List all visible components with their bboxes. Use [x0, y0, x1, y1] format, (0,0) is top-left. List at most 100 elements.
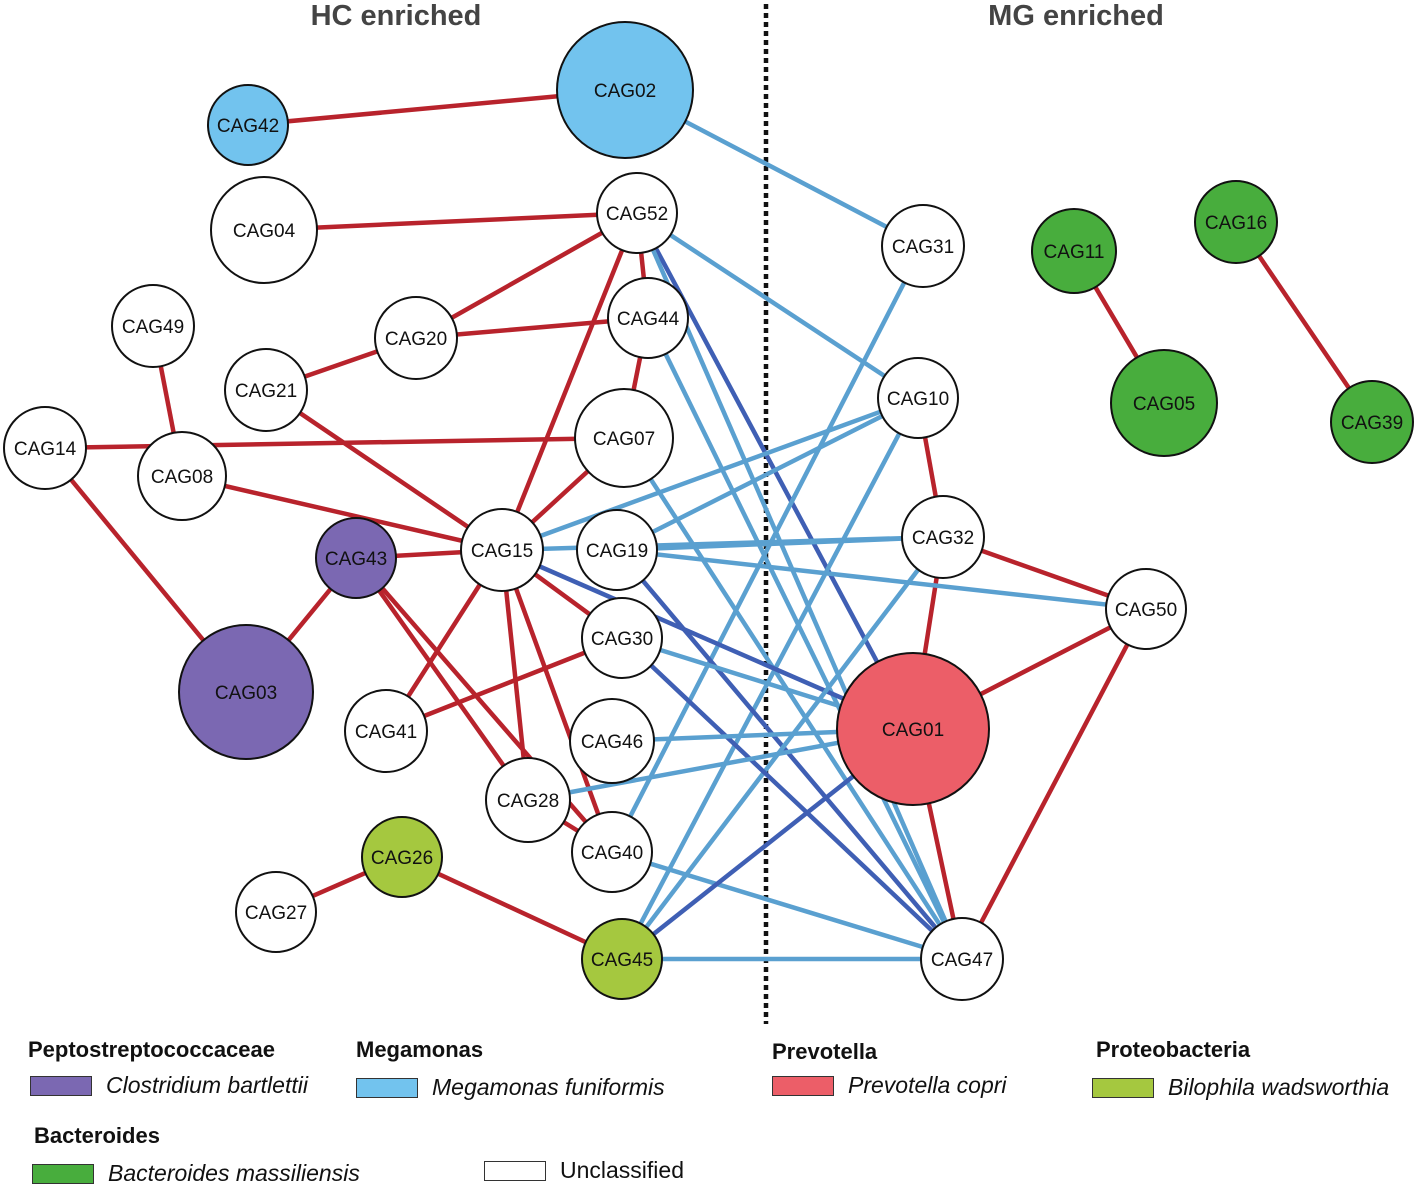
node-label-cag45: CAG45 [591, 950, 653, 971]
node-cag31: CAG31 [881, 204, 965, 288]
hc-enriched-heading: HC enriched [311, 0, 482, 32]
node-label-cag03: CAG03 [215, 683, 277, 704]
legend-label-bacteroides: Bacteroides massiliensis [108, 1160, 360, 1186]
edge-cag30-cag47 [620, 636, 964, 961]
legend-title-prevotella: Prevotella [772, 1039, 878, 1064]
node-circle-cag41 [344, 689, 428, 773]
node-label-cag20: CAG20 [385, 329, 447, 350]
edge-cag52-cag10 [635, 211, 920, 400]
legend-swatch-megamonas [356, 1077, 418, 1098]
node-circle-cag14 [3, 406, 87, 490]
node-circle-cag20 [374, 296, 458, 380]
edge-cag08-cag15 [181, 473, 503, 553]
node-cag05: CAG05 [1110, 349, 1218, 457]
node-cag08: CAG08 [137, 431, 227, 521]
edge-cag32-cag45 [620, 535, 945, 961]
node-circle-cag39 [1330, 380, 1414, 464]
node-circle-cag45 [581, 918, 663, 1000]
node-label-cag16: CAG16 [1205, 213, 1267, 234]
node-label-cag26: CAG26 [371, 848, 433, 869]
edge-cag50-cag47 [960, 607, 1148, 961]
edge-cag10-cag45 [620, 396, 920, 961]
node-cag20: CAG20 [374, 296, 458, 380]
node-label-cag44: CAG44 [617, 309, 680, 330]
node-circle-cag02 [556, 21, 694, 159]
node-cag39: CAG39 [1330, 380, 1414, 464]
node-label-cag14: CAG14 [14, 439, 77, 460]
edge-cag07-cag47 [622, 436, 964, 961]
node-cag14: CAG14 [3, 406, 87, 490]
node-circle-cag15 [460, 508, 544, 592]
node-cag47: CAG47 [920, 917, 1004, 1001]
edge-cag19-cag47 [615, 548, 964, 961]
node-label-cag50: CAG50 [1115, 600, 1177, 621]
node-cag28: CAG28 [485, 757, 571, 843]
node-cag03: CAG03 [178, 624, 314, 760]
node-label-cag05: CAG05 [1133, 394, 1195, 415]
node-label-cag43: CAG43 [325, 549, 387, 570]
node-cag21: CAG21 [224, 348, 308, 432]
node-label-cag31: CAG31 [892, 237, 954, 258]
node-label-cag30: CAG30 [591, 629, 653, 650]
node-cag07: CAG07 [574, 388, 674, 488]
node-cag52: CAG52 [596, 172, 678, 254]
node-cag32: CAG32 [901, 495, 985, 579]
legend-swatch-clostridium [30, 1075, 92, 1096]
legend-item-bacteroides-massiliensis: Bacteroides massiliensis [32, 1160, 360, 1187]
node-cag45: CAG45 [581, 918, 663, 1000]
node-circle-cag40 [571, 811, 653, 893]
node-circle-cag21 [224, 348, 308, 432]
legend-title-peptostreptococcaceae: Peptostreptococcaceae [28, 1037, 275, 1062]
node-circle-cag19 [576, 509, 658, 591]
edge-cag10-cag15 [501, 395, 919, 553]
node-circle-cag42 [207, 84, 289, 166]
node-circle-cag11 [1031, 208, 1117, 294]
node-label-cag42: CAG42 [217, 116, 279, 137]
node-label-cag01: CAG01 [882, 720, 944, 741]
node-cag04: CAG04 [210, 176, 318, 284]
mg-enriched-heading: MG enriched [988, 0, 1164, 32]
node-circle-cag08 [137, 431, 227, 521]
node-label-cag07: CAG07 [593, 429, 655, 450]
edge-cag52-cag20 [414, 211, 639, 340]
node-circle-cag46 [569, 698, 655, 784]
node-cag02: CAG02 [556, 21, 694, 159]
legend-swatch-bilophila [1092, 1077, 1154, 1098]
edge-cag14-cag07 [44, 435, 625, 451]
node-circle-cag16 [1194, 180, 1278, 264]
node-cag01: CAG01 [836, 652, 990, 806]
node-cag42: CAG42 [207, 84, 289, 166]
node-label-cag39: CAG39 [1341, 413, 1403, 434]
edge-cag31-cag40 [609, 244, 926, 854]
node-cag11: CAG11 [1031, 208, 1117, 294]
node-cag10: CAG10 [877, 357, 959, 439]
node-circle-cag52 [596, 172, 678, 254]
legend-label-clostridium: Clostridium bartlettii [106, 1072, 308, 1098]
node-circle-cag04 [210, 176, 318, 284]
node-label-cag46: CAG46 [581, 732, 643, 753]
legend-label-megamonas: Megamonas funiformis [432, 1074, 665, 1100]
node-circle-cag01 [836, 652, 990, 806]
edge-cag15-cag40 [499, 549, 615, 853]
edge-cag40-cag47 [611, 849, 963, 962]
legend-swatch-bacteroides [32, 1163, 94, 1184]
legend-item-bilophila-wadsworthia: Bilophila wadsworthia [1092, 1074, 1389, 1101]
legend-item-unclassified: Unclassified [484, 1157, 684, 1184]
node-label-cag02: CAG02 [594, 81, 656, 102]
node-circle-cag30 [581, 597, 663, 679]
node-cag50: CAG50 [1105, 568, 1187, 650]
node-label-cag04: CAG04 [233, 221, 296, 242]
node-cag43: CAG43 [315, 517, 397, 599]
node-label-cag21: CAG21 [235, 381, 297, 402]
node-circle-cag27 [235, 871, 317, 953]
edge-cag52-cag47 [634, 212, 965, 960]
node-label-cag41: CAG41 [355, 722, 417, 743]
node-label-cag28: CAG28 [497, 791, 559, 812]
edge-cag04-cag52 [263, 210, 638, 233]
legend-label-prevotella: Prevotella copri [848, 1072, 1007, 1098]
edge-cag19-cag50 [616, 547, 1147, 612]
edge-cag30-cag41 [385, 635, 623, 734]
node-cag30: CAG30 [581, 597, 663, 679]
node-label-cag40: CAG40 [581, 843, 643, 864]
